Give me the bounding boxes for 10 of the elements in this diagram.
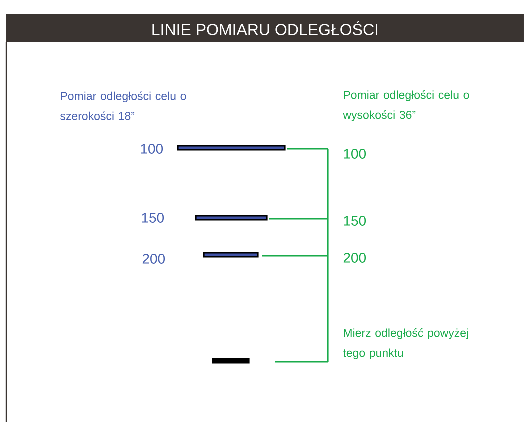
range-number: 200 — [344, 253, 366, 263]
scale-heading: Pomiar odległości celu o wysokości 36” — [343, 90, 470, 122]
range-number: 100 — [141, 144, 164, 154]
title-bar: LINIE POMIARU ODLEGŁOŚCI — [6, 14, 524, 42]
note-text: Mierz odległość powyżej tego punktu — [343, 328, 468, 360]
range-number: 150 — [344, 216, 366, 226]
range-number: 150 — [142, 213, 164, 223]
range-number: 100 — [344, 149, 366, 159]
range-number: 200 — [142, 254, 166, 264]
scale-heading: Pomiar odległości celu o szerokości 18” — [60, 92, 186, 120]
